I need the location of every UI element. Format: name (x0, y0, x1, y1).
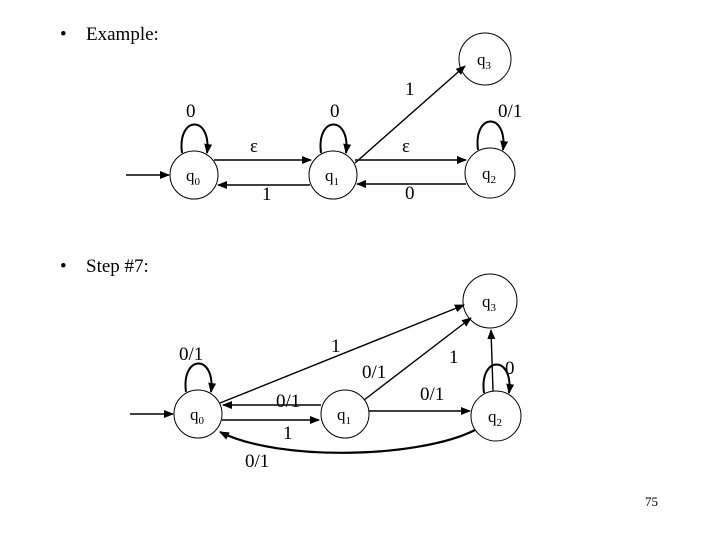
loop-q2 (476, 120, 509, 151)
bullet-example: • Example: (60, 24, 159, 46)
state-q0: q0 (169, 150, 219, 200)
state-q2: q2 (464, 147, 516, 199)
step-heading: Step #7: (86, 256, 149, 277)
label-loop-q2: 0/1 (498, 101, 522, 122)
label-q1-q2-eps: ε (402, 136, 410, 157)
label-q2-q3: 1 (449, 347, 459, 368)
diagram-step-7: q0 q1 q2 q3 0/1 0 1 (130, 273, 522, 472)
bullet-dot: • (60, 256, 67, 277)
page-number: 75 (645, 494, 658, 509)
label-q1-q0: 1 (262, 184, 272, 205)
loop-q2 (482, 363, 515, 394)
diagram-example: q0 q1 q2 q3 0 0 0/1 1 ε ε 1 (126, 32, 522, 205)
edge-q0-q3 (219, 304, 465, 404)
example-heading: Example: (86, 24, 159, 45)
state-label-q2: q2 (482, 164, 496, 186)
edge-q1-q3 (354, 65, 466, 164)
state-q1: q1 (308, 150, 358, 200)
state-label-q3: q3 (477, 50, 492, 72)
loop-q0 (184, 362, 217, 393)
label-q2-q0: 0/1 (245, 451, 269, 472)
label-q1-q3: 0/1 (362, 362, 386, 383)
label-q1-q2: 0/1 (420, 384, 444, 405)
state-q0: q0 (173, 389, 223, 439)
label-q0-q3: 1 (331, 336, 341, 357)
loop-q0 (180, 123, 213, 154)
bullet-dot: • (60, 24, 67, 45)
state-q3: q3 (462, 273, 518, 329)
label-loop-q0: 0 (186, 101, 196, 122)
edge-q1-q3 (363, 317, 472, 401)
label-q1-q3: 1 (405, 79, 415, 100)
edge-q2-q3 (487, 329, 496, 392)
label-q1-q0: 0/1 (276, 391, 300, 412)
state-label-q3: q3 (482, 292, 497, 314)
state-q3: q3 (458, 32, 512, 86)
state-label-q0: q0 (186, 166, 201, 188)
state-label-q1: q1 (337, 405, 351, 427)
edge-q2-q0 (219, 429, 476, 454)
label-loop-q2: 0 (505, 358, 515, 379)
loop-q1 (319, 123, 352, 154)
state-label-q0: q0 (190, 405, 205, 427)
state-q2: q2 (470, 390, 522, 442)
state-q1: q1 (320, 389, 370, 439)
state-label-q2: q2 (488, 407, 502, 429)
state-label-q1: q1 (325, 166, 339, 188)
label-loop-q0: 0/1 (179, 344, 203, 365)
label-loop-q1: 0 (330, 101, 340, 122)
label-q0-q1-eps: ε (250, 136, 258, 157)
bullet-step: • Step #7: (60, 256, 149, 278)
label-q2-q1: 0 (405, 183, 415, 204)
label-q0-q1: 1 (283, 423, 293, 444)
